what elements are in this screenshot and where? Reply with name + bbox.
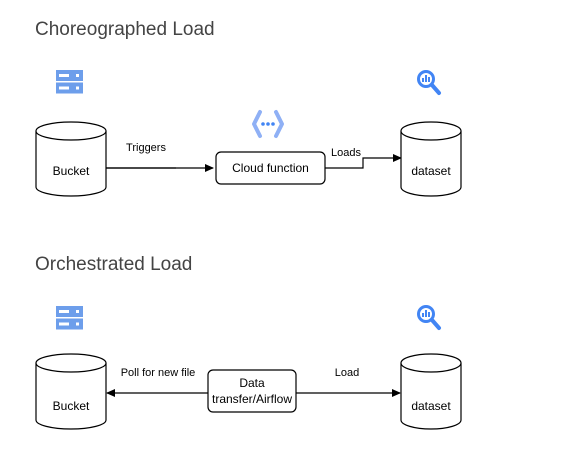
cloud-functions-icon bbox=[252, 110, 284, 138]
bucket-label: Bucket bbox=[53, 164, 90, 178]
orchestrated-load-title: Orchestrated Load bbox=[35, 254, 193, 275]
loads-label: Loads bbox=[331, 147, 361, 159]
poll-label: Poll for new file bbox=[121, 367, 196, 379]
triggers-label: Triggers bbox=[126, 142, 166, 154]
cloud-storage-icon bbox=[56, 70, 83, 94]
cloud-storage-icon bbox=[56, 306, 83, 330]
dataset-cylinder bbox=[400, 121, 462, 197]
bigquery-icon bbox=[417, 70, 441, 95]
loads-arrow bbox=[325, 154, 402, 169]
dataset-cylinder bbox=[400, 353, 462, 430]
data-transfer-box bbox=[207, 369, 297, 413]
dataset-label: dataset bbox=[411, 164, 451, 178]
bigquery-icon bbox=[417, 305, 441, 330]
data-transfer-label-line1: Data bbox=[239, 376, 265, 390]
choreographed-load-title: Choreographed Load bbox=[35, 19, 215, 40]
cloud-function-label: Cloud function bbox=[232, 161, 309, 175]
bucket-cylinder bbox=[35, 121, 107, 197]
dataset-label: dataset bbox=[411, 399, 451, 413]
data-transfer-label-line2: transfer/Airflow bbox=[212, 392, 292, 406]
load-label: Load bbox=[335, 367, 359, 379]
bucket-cylinder bbox=[35, 353, 107, 430]
bucket-label: Bucket bbox=[53, 399, 90, 413]
